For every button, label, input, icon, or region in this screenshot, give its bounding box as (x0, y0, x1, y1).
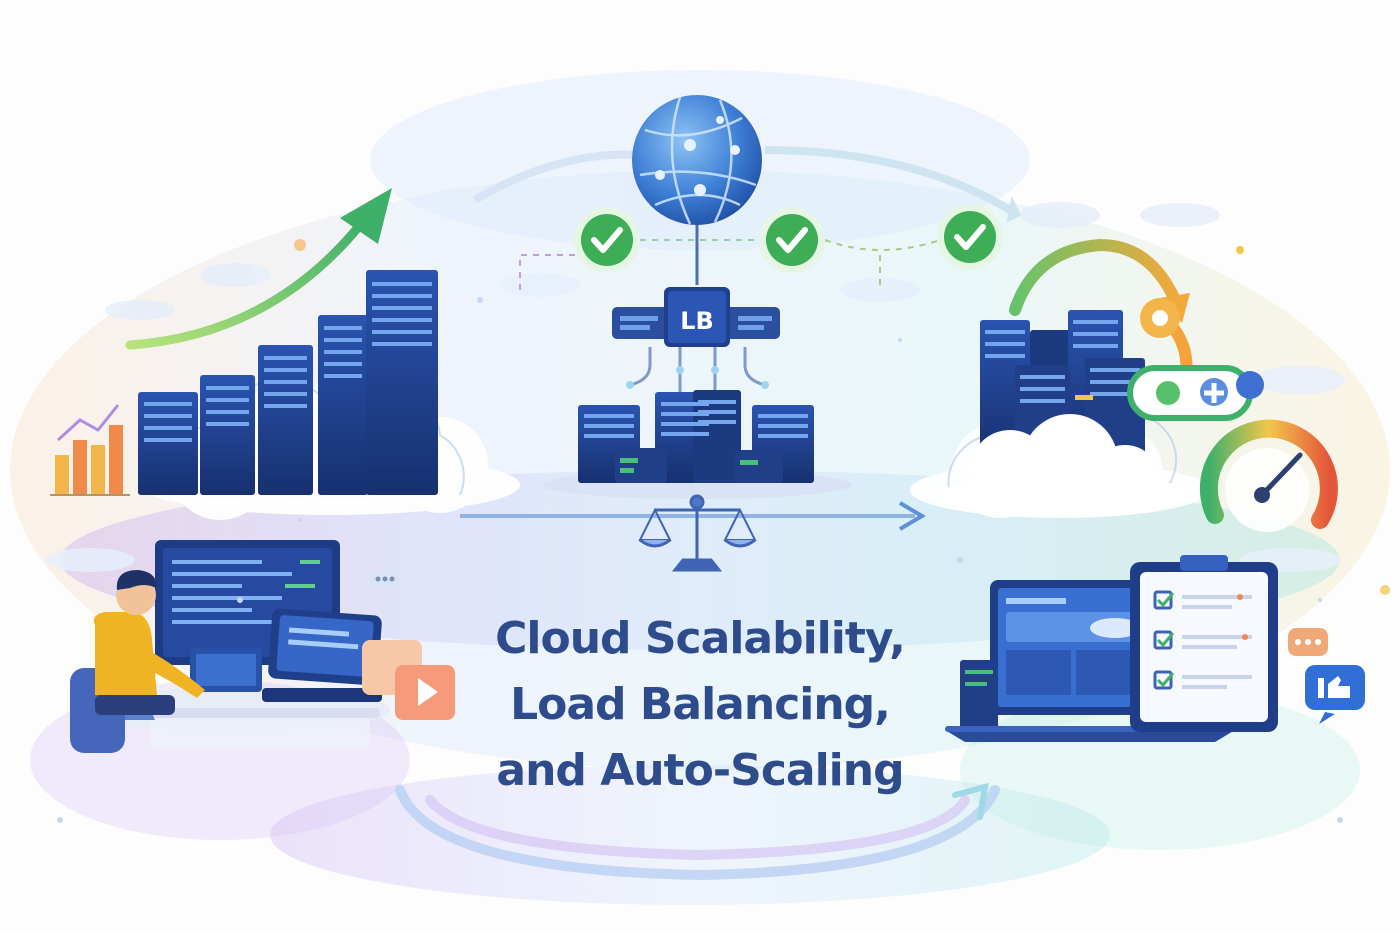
load-balancer-label: LB (680, 307, 714, 335)
checklist-clipboard-icon (1130, 555, 1278, 732)
small-clouds (45, 187, 1345, 572)
dashed-connectors (519, 239, 941, 290)
check-icon (574, 207, 640, 273)
top-arcs (472, 146, 1022, 223)
flow-arrow (460, 501, 926, 531)
gear-icon (1140, 298, 1180, 338)
title-line-2: Load Balancing, (510, 679, 891, 730)
sparkles (57, 239, 1390, 823)
server-rack-icon (578, 390, 814, 483)
bottom-loop (395, 782, 1000, 881)
thumbs-up-icon (1305, 665, 1365, 724)
growth-arrow-icon (125, 188, 392, 350)
cloud-icon (940, 414, 1190, 517)
page-title: Cloud Scalability, Load Balancing, and A… (430, 606, 970, 804)
check-icon (937, 204, 1003, 270)
balance-scale-icon (638, 494, 757, 572)
chat-bubble-icon (1127, 365, 1264, 421)
load-balancer-icon: LB (612, 287, 780, 392)
globe-icon (632, 95, 762, 285)
developer-person-icon (70, 570, 205, 753)
title-line-3: and Auto-Scaling (496, 745, 904, 796)
server-rack-icon (138, 270, 438, 495)
monitor-icon (155, 540, 382, 702)
chat-bubble-icon (1288, 628, 1328, 656)
title-line-1: Cloud Scalability, (495, 613, 906, 664)
chat-bubble-icon (370, 570, 400, 588)
gauge-icon (1199, 419, 1338, 532)
bar-chart-icon (50, 404, 130, 496)
video-play-icon (362, 640, 455, 720)
check-icon (759, 207, 825, 273)
